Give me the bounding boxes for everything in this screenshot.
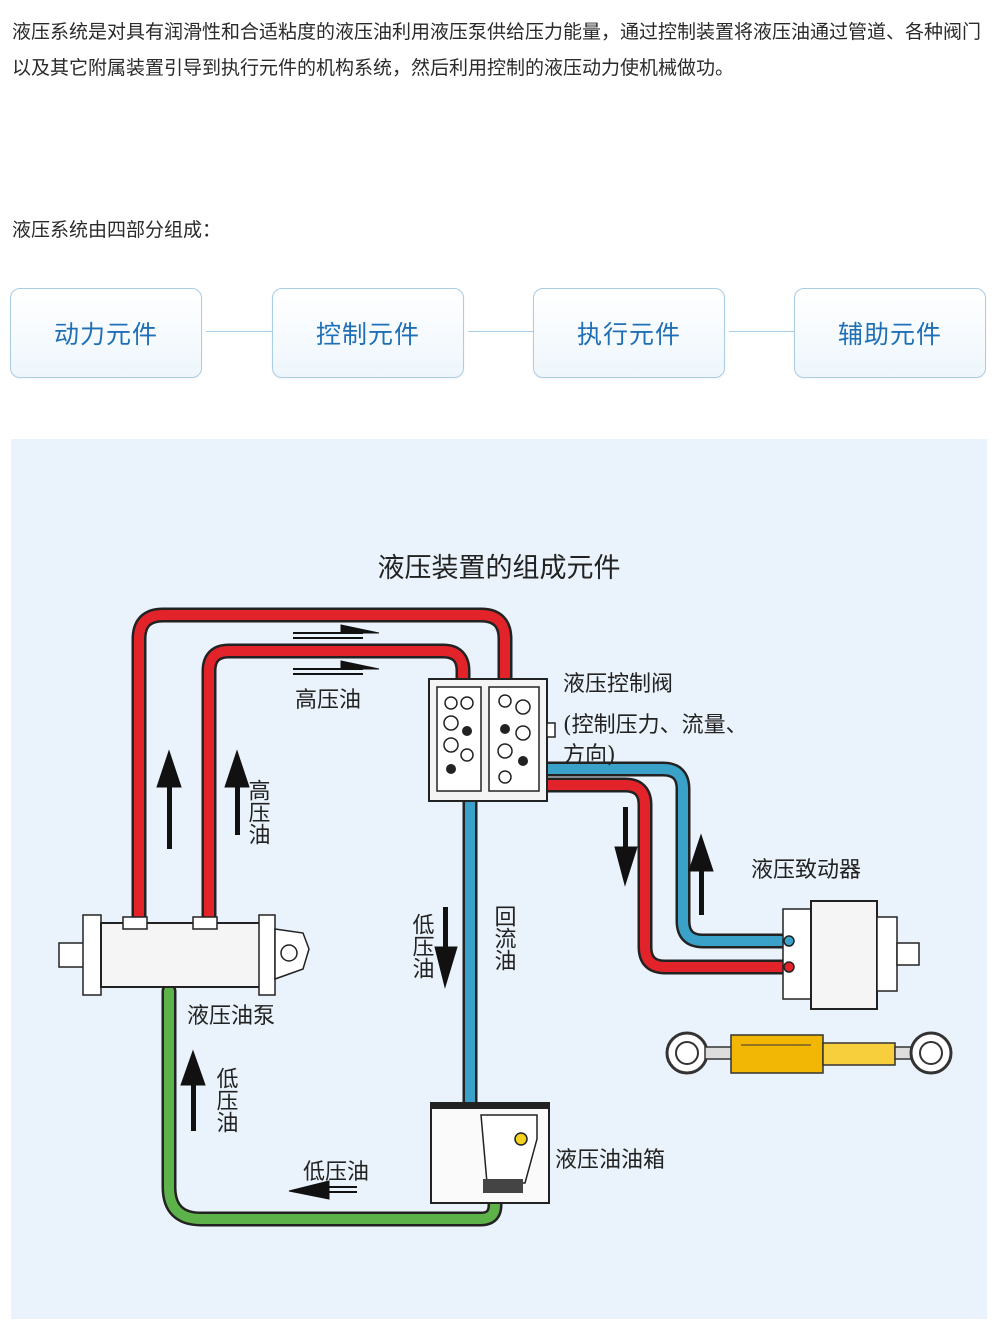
actuator-label: 液压致动器 <box>751 858 861 883</box>
connector-line <box>206 331 274 332</box>
low-pressure-oil-bottom-label: 低压油 <box>303 1160 369 1185</box>
flow-arrows <box>156 624 714 1200</box>
part-control-components[interactable]: 控制元件 <box>272 288 464 378</box>
actuator-blue-pipe <box>538 764 788 946</box>
part-auxiliary-components[interactable]: 辅助元件 <box>794 288 986 378</box>
pipes <box>131 607 791 1227</box>
oil-tank-icon <box>430 1102 550 1204</box>
arrow-up-icon <box>688 833 714 915</box>
return-flow-label: 回流油 <box>491 905 517 971</box>
hydraulic-diagram: 液压装置的组成元件 <box>58 553 953 1227</box>
high-pressure-pipe-outer <box>134 610 510 932</box>
control-valve-description-line2: 方向) <box>563 743 616 768</box>
high-pressure-oil-vertical-label: 高压油 <box>245 779 271 845</box>
connector-line <box>468 331 536 332</box>
arrow-up-icon <box>156 749 182 849</box>
tank-label: 液压油油箱 <box>555 1148 665 1173</box>
actuator-red-pipe <box>538 780 788 972</box>
components-row: 动力元件 控制元件 执行元件 辅助元件 <box>10 288 987 378</box>
arrow-down-icon <box>614 807 638 887</box>
hydraulic-diagram-panel: 液压装置的组成元件 <box>11 439 987 1319</box>
arrow-right-icon <box>293 660 380 675</box>
actuator-blue-pipe-border <box>535 761 791 949</box>
part-actuator-components[interactable]: 执行元件 <box>533 288 725 378</box>
arrow-down-icon <box>434 907 458 989</box>
control-valve-icon <box>428 678 556 802</box>
hydraulic-actuator-icon <box>782 900 920 1010</box>
high-pressure-oil-label: 高压油 <box>295 688 361 713</box>
arrow-left-icon <box>288 1180 357 1200</box>
arrow-up-icon <box>180 1049 206 1131</box>
pump-label: 液压油泵 <box>187 1004 275 1029</box>
arrow-right-icon <box>293 624 380 639</box>
control-valve-label: 液压控制阀 <box>563 672 673 697</box>
low-pressure-pipe <box>164 986 500 1224</box>
diagram-title: 液压装置的组成元件 <box>378 553 621 584</box>
connector-line <box>729 331 797 332</box>
arrow-up-icon <box>224 749 250 835</box>
control-valve-description-line1: (控制压力、流量、 <box>563 713 748 738</box>
hydraulic-pump-icon <box>58 914 310 996</box>
low-pressure-oil-middle-label: 低压油 <box>409 913 435 979</box>
high-pressure-pipe-inner <box>204 646 468 932</box>
part-power-components[interactable]: 动力元件 <box>10 288 202 378</box>
composition-label: 液压系统由四部分组成： <box>12 219 222 241</box>
low-pressure-oil-left-label: 低压油 <box>213 1067 239 1133</box>
hydraulic-cylinder-icon <box>665 1031 953 1075</box>
intro-paragraph: 液压系统是对具有润滑性和合适粘度的液压油利用液压泵供给压力能量，通过控制装置将液… <box>12 21 982 79</box>
